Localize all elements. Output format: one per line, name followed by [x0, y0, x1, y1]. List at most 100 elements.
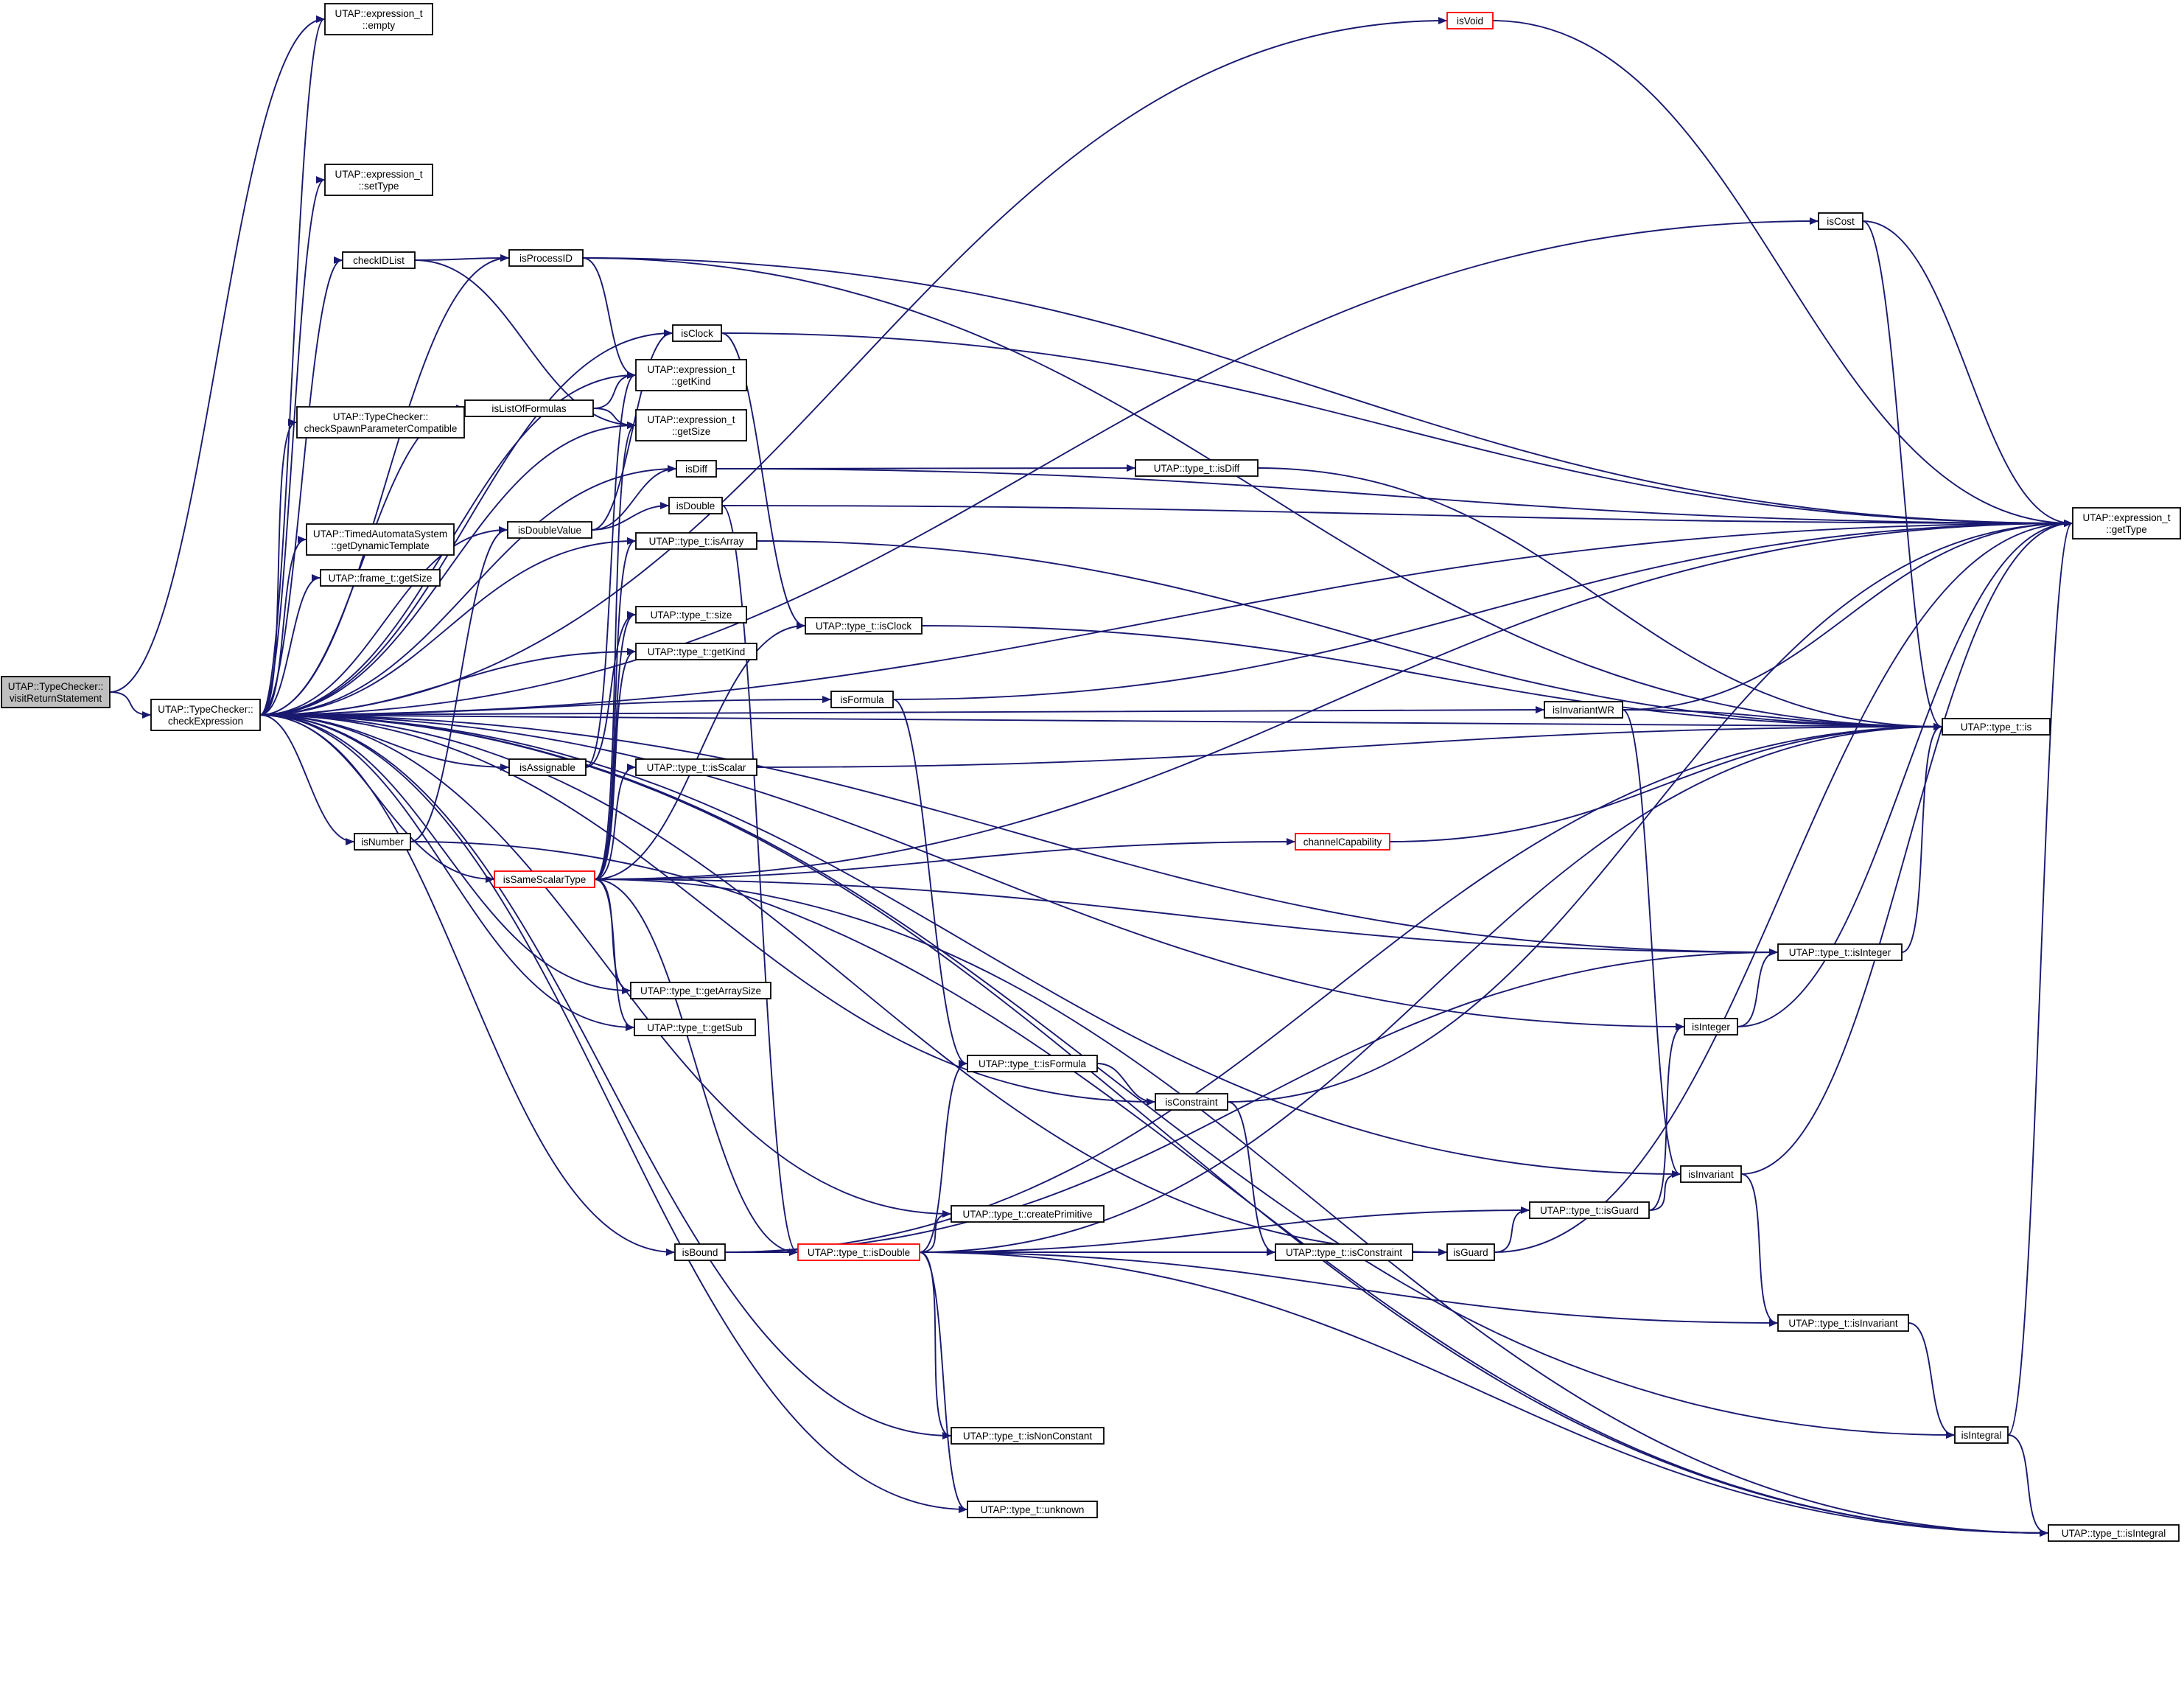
- node-type-is-invariant[interactable]: UTAP::type_t::isInvariant: [1777, 1314, 1909, 1332]
- node-type-get-sub[interactable]: UTAP::type_t::getSub: [634, 1019, 756, 1036]
- node-is-cost[interactable]: isCost: [1818, 212, 1863, 230]
- edge-check-expr-to-expr-get-type: [259, 520, 2073, 716]
- node-type-is-non-constant[interactable]: UTAP::type_t::isNonConstant: [951, 1427, 1105, 1445]
- edge-is-diff-to-expr-get-type: [715, 468, 2073, 527]
- node-box: [967, 1501, 1098, 1518]
- node-is-number[interactable]: isNumber: [354, 833, 411, 851]
- edge-is-double-value-to-is-double: [591, 502, 669, 531]
- node-label: isDiff: [685, 464, 707, 475]
- edge-check-expr-to-is-invariant: [259, 714, 1681, 1178]
- node-check-expr[interactable]: UTAP::TypeChecker::checkExpression: [150, 699, 261, 731]
- node-is-void[interactable]: isVoid: [1446, 12, 1494, 29]
- node-type-is-double[interactable]: UTAP::type_t::isDouble: [797, 1243, 920, 1261]
- node-type-get-kind[interactable]: UTAP::type_t::getKind: [635, 643, 757, 660]
- node-label: checkIDList: [353, 255, 405, 266]
- node-is-invariant[interactable]: isInvariant: [1680, 1165, 1742, 1183]
- node-check-idlist[interactable]: checkIDList: [342, 251, 416, 269]
- node-is-process-id[interactable]: isProcessID: [508, 249, 584, 267]
- node-box: [635, 643, 757, 660]
- node-type-is[interactable]: UTAP::type_t::is: [1942, 718, 2051, 736]
- node-box: [634, 1019, 756, 1036]
- node-get-dyn-tpl[interactable]: UTAP::TimedAutomataSystem::getDynamicTem…: [306, 523, 455, 556]
- node-is-double[interactable]: isDouble: [668, 497, 723, 514]
- edge-check-expr-to-get-dyn-tpl: [259, 536, 307, 716]
- node-check-spawn[interactable]: UTAP::TypeChecker::checkSpawnParameterCo…: [296, 406, 465, 439]
- node-is-list-of-formulas[interactable]: isListOfFormulas: [464, 399, 594, 417]
- edge-type-is-array-to-type-is: [756, 540, 1942, 730]
- node-type-is-diff[interactable]: UTAP::type_t::isDiff: [1135, 459, 1259, 477]
- node-box: [494, 870, 595, 888]
- node-is-integer[interactable]: isInteger: [1684, 1018, 1738, 1036]
- node-type-is-guard[interactable]: UTAP::type_t::isGuard: [1529, 1201, 1650, 1219]
- node-box: [1777, 943, 1903, 961]
- node-is-assignable[interactable]: isAssignable: [508, 758, 587, 776]
- node-expr-get-size[interactable]: UTAP::expression_t::getSize: [635, 409, 747, 441]
- node-box: [306, 523, 455, 556]
- node-is-double-value[interactable]: isDoubleValue: [507, 521, 592, 539]
- node-type-is-formula[interactable]: UTAP::type_t::isFormula: [967, 1055, 1098, 1072]
- edge-is-cost-to-expr-get-type: [1862, 220, 2073, 527]
- edge-is-diff-to-type-is-diff: [715, 464, 1135, 472]
- node-label: UTAP::type_t::isScalar: [647, 762, 746, 773]
- node-label: isDoubleValue: [518, 525, 581, 536]
- node-label: UTAP::expression_t: [647, 414, 735, 425]
- nodes-layer: UTAP::TypeChecker::visitReturnStatementU…: [1, 3, 2181, 1542]
- node-label: UTAP::type_t::isNonConstant: [963, 1431, 1093, 1442]
- node-type-is-integral[interactable]: UTAP::type_t::isIntegral: [2048, 1524, 2180, 1542]
- node-type-unknown[interactable]: UTAP::type_t::unknown: [967, 1501, 1098, 1518]
- edge-is-constraint-to-expr-get-type: [1227, 520, 2073, 1103]
- node-label: UTAP::type_t::isInvariant: [1788, 1318, 1898, 1329]
- node-expr-get-kind[interactable]: UTAP::expression_t::getKind: [635, 359, 747, 391]
- edge-type-is-double-to-type-unknown: [919, 1251, 967, 1513]
- node-label: UTAP::type_t::getKind: [648, 646, 746, 657]
- node-visit-return[interactable]: UTAP::TypeChecker::visitReturnStatement: [1, 676, 111, 708]
- edge-check-expr-to-is-diff: [259, 465, 676, 716]
- node-is-constraint[interactable]: isConstraint: [1155, 1093, 1228, 1111]
- node-is-invariant-wr[interactable]: isInvariantWR: [1544, 701, 1623, 719]
- edge-is-invariant-to-expr-get-type: [1740, 520, 2073, 1175]
- edge-type-is-double-to-type-is-formula: [919, 1060, 967, 1253]
- node-type-is-array[interactable]: UTAP::type_t::isArray: [635, 532, 757, 550]
- edge-type-is-scalar-to-type-is: [756, 723, 1942, 768]
- edge-is-guard-to-expr-get-type: [1494, 520, 2073, 1253]
- edge-type-is-double-to-type-create-primitive: [919, 1210, 951, 1253]
- node-frame-get-size[interactable]: UTAP::frame_t::getSize: [320, 569, 441, 587]
- node-type-get-array-size[interactable]: UTAP::type_t::getArraySize: [630, 982, 771, 999]
- edge-is-same-scalar-type-to-type-is-scalar: [594, 764, 636, 880]
- node-type-create-primitive[interactable]: UTAP::type_t::createPrimitive: [951, 1205, 1105, 1223]
- edges-layer: [109, 15, 2073, 1537]
- node-empty[interactable]: UTAP::expression_t::empty: [324, 3, 433, 35]
- node-is-formula[interactable]: isFormula: [830, 691, 894, 708]
- edge-check-expr-to-type-unknown: [259, 714, 967, 1513]
- node-label: isIntegral: [1961, 1430, 2002, 1441]
- node-channel-capability[interactable]: channelCapability: [1295, 833, 1390, 851]
- node-type-is-clock[interactable]: UTAP::type_t::isClock: [805, 617, 923, 635]
- node-type-is-scalar[interactable]: UTAP::type_t::isScalar: [635, 758, 757, 776]
- node-label: isNumber: [361, 837, 404, 848]
- node-is-diff[interactable]: isDiff: [676, 460, 717, 478]
- edge-is-invariant-wr-to-expr-get-type: [1622, 520, 2073, 710]
- node-is-guard[interactable]: isGuard: [1446, 1243, 1495, 1261]
- node-is-bound[interactable]: isBound: [674, 1243, 726, 1261]
- node-label: UTAP::type_t::createPrimitive: [962, 1209, 1092, 1220]
- edge-is-invariant-to-type-is-invariant: [1740, 1173, 1778, 1327]
- node-set-type[interactable]: UTAP::expression_t::setType: [324, 164, 433, 196]
- node-expr-get-type[interactable]: UTAP::expression_t::getType: [2072, 507, 2181, 540]
- node-box: [1295, 833, 1390, 851]
- edge-is-cost-to-type-is: [1862, 220, 1942, 730]
- edge-is-assignable-to-type-size: [585, 611, 636, 768]
- node-is-same-scalar-type[interactable]: isSameScalarType: [494, 870, 595, 888]
- node-type-is-constraint[interactable]: UTAP::type_t::isConstraint: [1275, 1243, 1413, 1261]
- node-label: ::getType: [2106, 524, 2147, 535]
- node-box: [1684, 1018, 1738, 1036]
- node-is-clock[interactable]: isClock: [672, 324, 722, 342]
- node-label: ::setType: [359, 181, 399, 192]
- edge-check-expr-to-is-invariant-wr: [259, 706, 1544, 716]
- node-is-integral[interactable]: isIntegral: [1954, 1426, 2009, 1444]
- node-label: isClock: [681, 328, 713, 339]
- node-type-is-integer[interactable]: UTAP::type_t::isInteger: [1777, 943, 1903, 961]
- node-label: UTAP::frame_t::getSize: [329, 573, 433, 584]
- node-type-size[interactable]: UTAP::type_t::size: [635, 606, 747, 624]
- edge-is-double-to-expr-get-type: [721, 505, 2073, 527]
- node-box: [1446, 1243, 1495, 1261]
